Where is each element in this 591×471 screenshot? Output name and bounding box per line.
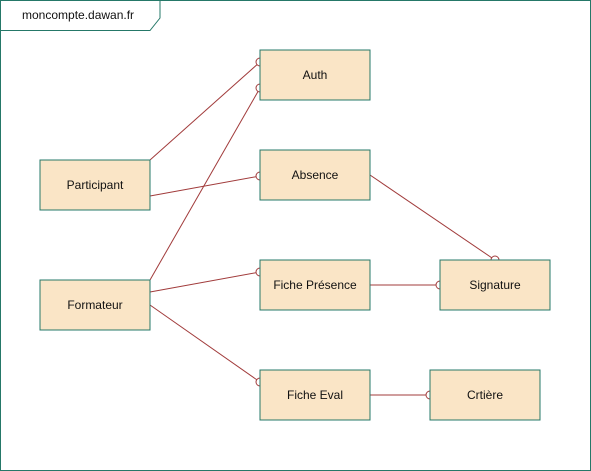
- frame-title: moncompte.dawan.fr: [22, 8, 134, 22]
- edge-formateur-fiche-presence: [149, 271, 261, 293]
- node-critere[interactable]: Crtière: [429, 369, 541, 421]
- node-signature[interactable]: Signature: [439, 259, 551, 311]
- node-participant-label: Participant: [67, 178, 124, 192]
- node-fiche-eval[interactable]: Fiche Eval: [259, 369, 371, 421]
- frame-title-tab: [0, 0, 161, 31]
- node-fiche-eval-label: Fiche Eval: [287, 388, 343, 402]
- edge-absence-signature: [369, 174, 496, 261]
- node-participant-box[interactable]: [39, 159, 151, 211]
- node-auth[interactable]: Auth: [259, 49, 371, 101]
- node-formateur-box[interactable]: [39, 279, 151, 331]
- edge-formateur-fiche-eval: [149, 304, 261, 383]
- node-formateur[interactable]: Formateur: [39, 279, 151, 331]
- node-fiche-eval-box[interactable]: [259, 369, 371, 421]
- node-auth-box[interactable]: [259, 49, 371, 101]
- node-auth-label: Auth: [303, 68, 328, 82]
- edge-participant-auth: [149, 61, 261, 161]
- node-critere-label: Crtière: [467, 388, 503, 402]
- node-signature-box[interactable]: [439, 259, 551, 311]
- node-signature-label: Signature: [469, 278, 521, 292]
- node-participant[interactable]: Participant: [39, 159, 151, 211]
- edge-participant-absence: [149, 175, 261, 197]
- node-fiche-presence[interactable]: Fiche Présence: [259, 259, 371, 311]
- node-absence-label: Absence: [292, 168, 339, 182]
- node-absence-box[interactable]: [259, 149, 371, 201]
- node-absence[interactable]: Absence: [259, 149, 371, 201]
- edge-formateur-auth: [149, 87, 261, 281]
- edges-layer: [149, 57, 500, 400]
- node-formateur-label: Formateur: [67, 298, 122, 312]
- node-critere-box[interactable]: [429, 369, 541, 421]
- node-fiche-presence-box[interactable]: [259, 259, 371, 311]
- node-fiche-presence-label: Fiche Présence: [273, 278, 357, 292]
